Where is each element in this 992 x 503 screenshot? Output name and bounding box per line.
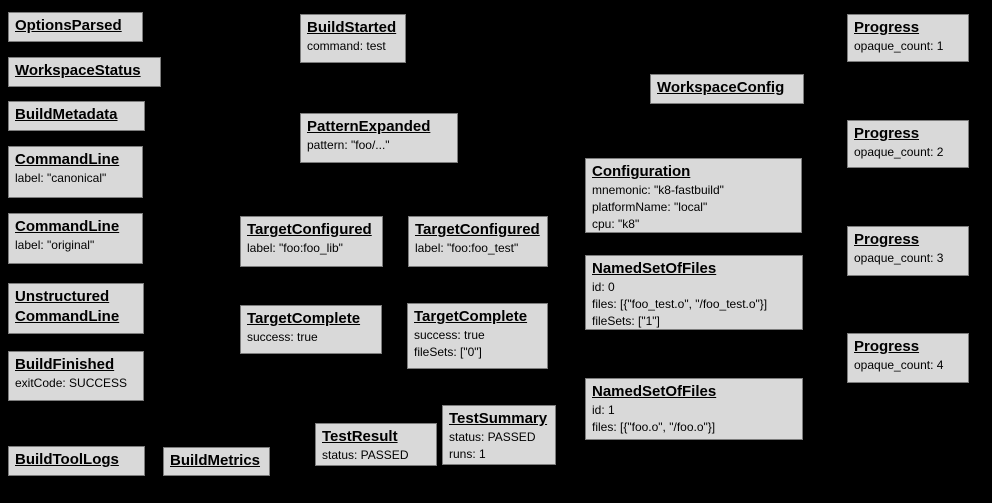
node-title: Progress [854,338,920,355]
node-test-result: TestResult status: PASSED [315,423,437,466]
node-field: status: PASSED [449,430,536,444]
node-title: CommandLine [15,218,120,235]
node-options-parsed: OptionsParsed [8,12,143,42]
node-field: label: "foo:foo_lib" [247,241,343,255]
node-field: exitCode: SUCCESS [15,376,128,390]
node-test-summary: TestSummary status: PASSED runs: 1 [442,405,556,465]
node-field: mnemonic: "k8-fastbuild" [592,183,724,197]
node-title: OptionsParsed [15,17,122,34]
node-named-set-of-files-0: NamedSetOfFiles id: 0 files: [{"foo_test… [585,255,803,330]
node-title: BuildMetrics [170,452,261,469]
node-title: BuildToolLogs [15,451,119,468]
node-title: TestResult [322,428,398,445]
node-command-line-original: CommandLine label: "original" [8,213,143,264]
node-title-line2: CommandLine [15,308,120,325]
node-field: command: test [307,39,386,53]
node-build-metadata: BuildMetadata [8,101,145,131]
node-title: WorkspaceConfig [657,79,785,96]
node-field: files: [{"foo_test.o", "/foo_test.o"}] [592,297,768,311]
node-title: Unstructured [15,288,110,305]
node-build-started: BuildStarted command: test [300,14,406,63]
node-title: TargetConfigured [415,221,540,238]
node-target-complete-lib: TargetComplete success: true [240,305,382,354]
node-title: TestSummary [449,410,548,427]
node-title: Progress [854,19,920,36]
node-pattern-expanded: PatternExpanded pattern: "foo/..." [300,113,458,163]
node-target-configured-test: TargetConfigured label: "foo:foo_test" [408,216,548,267]
node-progress-4: Progress opaque_count: 4 [847,333,969,383]
node-field: opaque_count: 4 [854,358,944,372]
node-title: Progress [854,231,920,248]
node-title: CommandLine [15,151,120,168]
node-target-configured-lib: TargetConfigured label: "foo:foo_lib" [240,216,383,267]
node-field: opaque_count: 1 [854,39,944,53]
node-field: fileSets: ["0"] [414,345,482,359]
node-field: status: PASSED [322,448,409,462]
node-field: opaque_count: 3 [854,251,944,265]
node-field: platformName: "local" [592,200,708,214]
node-target-complete-test: TargetComplete success: true fileSets: [… [407,303,548,369]
node-field: fileSets: ["1"] [592,314,660,328]
node-unstructured-command-line: Unstructured CommandLine [8,283,144,334]
node-build-finished: BuildFinished exitCode: SUCCESS [8,351,144,401]
node-build-tool-logs: BuildToolLogs [8,446,145,476]
node-field: label: "canonical" [15,171,107,185]
node-title: TargetComplete [414,308,528,325]
node-field: success: true [414,328,485,342]
node-title: WorkspaceStatus [15,62,141,79]
node-build-metrics: BuildMetrics [163,447,270,476]
node-field: success: true [247,330,318,344]
node-field: label: "foo:foo_test" [415,241,519,255]
node-field: files: [{"foo.o", "/foo.o"}] [592,420,716,434]
node-workspace-status: WorkspaceStatus [8,57,161,87]
node-progress-2: Progress opaque_count: 2 [847,120,969,168]
node-field: pattern: "foo/..." [307,138,390,152]
node-title: BuildStarted [307,19,397,36]
node-field: label: "original" [15,238,95,252]
node-title: NamedSetOfFiles [592,260,717,277]
node-title: TargetConfigured [247,221,372,238]
node-title: BuildMetadata [15,106,118,123]
node-field: id: 1 [592,403,615,417]
node-workspace-config: WorkspaceConfig [650,74,804,104]
node-field: runs: 1 [449,447,486,461]
node-field: id: 0 [592,280,615,294]
node-title: Configuration [592,163,691,180]
node-title: Progress [854,125,920,142]
node-progress-1: Progress opaque_count: 1 [847,14,969,62]
node-field: opaque_count: 2 [854,145,944,159]
node-progress-3: Progress opaque_count: 3 [847,226,969,276]
node-title: NamedSetOfFiles [592,383,717,400]
node-command-line-canonical: CommandLine label: "canonical" [8,146,143,198]
node-title: BuildFinished [15,356,115,373]
node-title: PatternExpanded [307,118,431,135]
node-configuration: Configuration mnemonic: "k8-fastbuild" p… [585,158,802,233]
node-title: TargetComplete [247,310,361,327]
node-field: cpu: "k8" [592,217,640,231]
node-named-set-of-files-1: NamedSetOfFiles id: 1 files: [{"foo.o", … [585,378,803,440]
